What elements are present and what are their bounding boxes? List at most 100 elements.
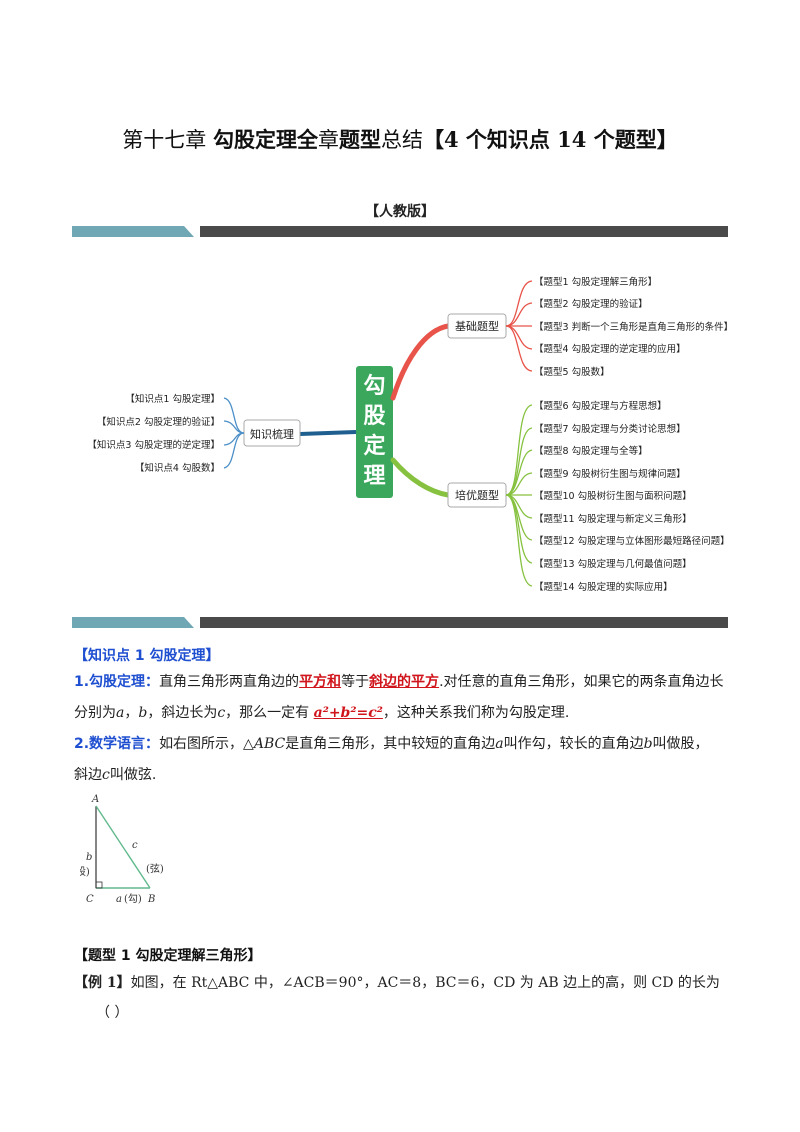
right-angle-mark — [95, 881, 103, 889]
var-c: c — [217, 705, 226, 721]
knowledge-point-1: 【知识点1 勾股定理】 — [125, 393, 220, 405]
divider-teal — [72, 226, 194, 237]
math-text-c: 叫作勾，较长的直角边 — [503, 736, 644, 752]
var-a: a — [116, 705, 125, 721]
connector-knowledge — [299, 430, 357, 436]
label-b: b — [86, 852, 92, 863]
label-gou: (勾) — [124, 892, 142, 905]
title-mid-2: 总结 — [380, 128, 423, 152]
section-heading-type-1: 【题型 1 勾股定理解三角形】 — [74, 948, 262, 964]
side-c — [95, 805, 151, 889]
paragraph-math-line2: 斜边c叫做弦. — [74, 768, 156, 782]
title-bold-3: 【4 个知识点 14 个题型】 — [422, 127, 678, 152]
theorem-line2-a: 分别为 — [74, 705, 116, 721]
math-text-d: 叫做股， — [652, 736, 709, 752]
label-gu: (股) — [80, 866, 90, 878]
math-text-a: 如右图所示，△ — [159, 736, 254, 752]
edition-label: 【人教版】 — [365, 204, 435, 220]
label-xian: (弦) — [146, 862, 164, 875]
theorem-text-a: 直角三角形两直角边的 — [159, 674, 300, 690]
comma: ， — [124, 705, 139, 721]
math-line2-a: 斜边 — [74, 767, 102, 783]
center-char-4: 理 — [363, 464, 385, 489]
theorem-text-c: .对任意的直角三角形，如果它的两条直角边长 — [439, 674, 724, 690]
basic-item-5: 【题型5 勾股数】 — [534, 366, 610, 378]
node-basic-label: 基础题型 — [455, 319, 499, 333]
theorem-line2-c: ，那么一定有 — [225, 705, 314, 721]
theorem-line2-b: ，斜边长为 — [147, 705, 218, 721]
node-knowledge-label: 知识梳理 — [250, 427, 294, 441]
var-b: b — [138, 705, 148, 721]
advanced-item-9: 【题型9 勾股树衍生图与规律问题】 — [534, 468, 686, 480]
mindmap-center-text: 勾 股 定 理 — [363, 373, 385, 489]
center-char-1: 勾 — [363, 373, 385, 399]
example-text: 如图，在 Rt△ABC 中，∠ACB＝90°，AC＝8，BC＝6，CD 为 AB… — [130, 975, 720, 991]
title-bold-2: 题型 — [338, 127, 381, 152]
knowledge-point-2: 【知识点2 勾股定理的验证】 — [97, 416, 220, 428]
label-c: c — [132, 840, 138, 851]
theorem-line2-d: ，这种关系我们称为勾股定理. — [382, 705, 570, 721]
theorem-text-b: 等于 — [341, 674, 370, 690]
center-char-2: 股 — [363, 404, 385, 429]
math-line2-b: 叫做弦. — [109, 767, 157, 783]
basic-item-1: 【题型1 勾股定理解三角形】 — [534, 276, 657, 288]
basic-item-4: 【题型4 勾股定理的逆定理的应用】 — [534, 343, 686, 355]
title-prefix: 第十七章 — [122, 128, 207, 152]
math-language-label: 2.数学语言： — [74, 736, 160, 752]
advanced-item-10: 【题型10 勾股树衍生图与面积问题】 — [534, 490, 692, 502]
theorem-highlight-1: 平方和 — [299, 674, 342, 690]
knowledge-point-4: 【知识点4 勾股数】 — [135, 462, 220, 474]
advanced-item-12: 【题型12 勾股定理与立体图形最短路径问题】 — [534, 535, 730, 547]
advanced-item-6: 【题型6 勾股定理与方程思想】 — [534, 400, 667, 412]
vertex-B: B — [147, 894, 155, 905]
advanced-item-13: 【题型13 勾股定理与几何最值问题】 — [534, 558, 692, 570]
section-heading-knowledge-1: 【知识点 1 勾股定理】 — [74, 648, 220, 664]
divider-dark — [200, 226, 728, 237]
connector-advanced — [390, 457, 451, 498]
connector-basic — [390, 323, 451, 401]
advanced-item-11: 【题型11 勾股定理与新定义三角形】 — [534, 513, 692, 525]
brace-advanced — [505, 404, 533, 587]
example-answer-blank: （ ） — [96, 1005, 129, 1021]
var-c: c — [102, 767, 110, 783]
paragraph-theorem-line1: 1.勾股定理：直角三角形两直角边的平方和等于斜边的平方.对任意的直角三角形，如果… — [74, 675, 724, 689]
brace-basic — [505, 280, 533, 372]
basic-item-2: 【题型2 勾股定理的验证】 — [534, 298, 648, 310]
title-mid-1: 章 — [317, 128, 339, 152]
divider-bar-section — [72, 617, 728, 628]
var-a: a — [495, 736, 504, 752]
divider-dark — [200, 617, 728, 628]
advanced-item-7: 【题型7 勾股定理与分类讨论思想】 — [534, 423, 686, 435]
brace-k1 — [223, 397, 245, 434]
divider-bar-top — [72, 226, 728, 237]
advanced-item-14: 【题型14 勾股定理的实际应用】 — [534, 581, 673, 593]
divider-slant — [184, 617, 204, 628]
mindmap-center-block — [356, 366, 393, 498]
brace-k2 — [223, 420, 245, 434]
label-a: a — [116, 894, 122, 905]
right-triangle-figure: A B C b (股) c (弦) a (勾) — [80, 794, 164, 905]
theorem-label: 1.勾股定理： — [74, 674, 160, 690]
title-bold-1: 勾股定理全 — [212, 127, 318, 152]
vertex-C: C — [86, 894, 94, 905]
center-char-3: 定 — [363, 433, 385, 459]
mind-map: 勾 股 定 理 知识梳理 【知识点1 勾股定理】 【知识点2 勾股定理的验证】 … — [87, 276, 733, 593]
var-b: b — [643, 736, 653, 752]
node-advanced-label: 培优题型 — [455, 488, 499, 502]
paragraph-math-line1: 2.数学语言：如右图所示，△ABC是直角三角形，其中较短的直角边a叫作勾，较长的… — [74, 737, 709, 751]
example-label: 【例 1】 — [74, 975, 131, 991]
knowledge-point-3: 【知识点3 勾股定理的逆定理】 — [87, 439, 220, 451]
brace-k4 — [223, 432, 245, 469]
math-text-b: 是直角三角形，其中较短的直角边 — [285, 736, 496, 752]
vertex-A: A — [91, 794, 99, 805]
theorem-highlight-2: 斜边的平方 — [369, 674, 440, 690]
divider-teal — [72, 617, 194, 628]
page-title: 第十七章 勾股定理全章题型总结【4 个知识点 14 个题型】 — [0, 124, 800, 154]
pythagorean-formula: a²+b²=c² — [313, 705, 383, 721]
advanced-item-8: 【题型8 勾股定理与全等】 — [534, 445, 648, 457]
brace-k3 — [223, 432, 245, 446]
example-1-line1: 【例 1】如图，在 Rt△ABC 中，∠ACB＝90°，AC＝8，BC＝6，CD… — [74, 976, 720, 990]
triangle-name: ABC — [253, 736, 286, 752]
paragraph-theorem-line2: 分别为a，b，斜边长为c，那么一定有 a²+b²=c²，这种关系我们称为勾股定理… — [74, 706, 569, 720]
divider-slant — [184, 226, 204, 237]
